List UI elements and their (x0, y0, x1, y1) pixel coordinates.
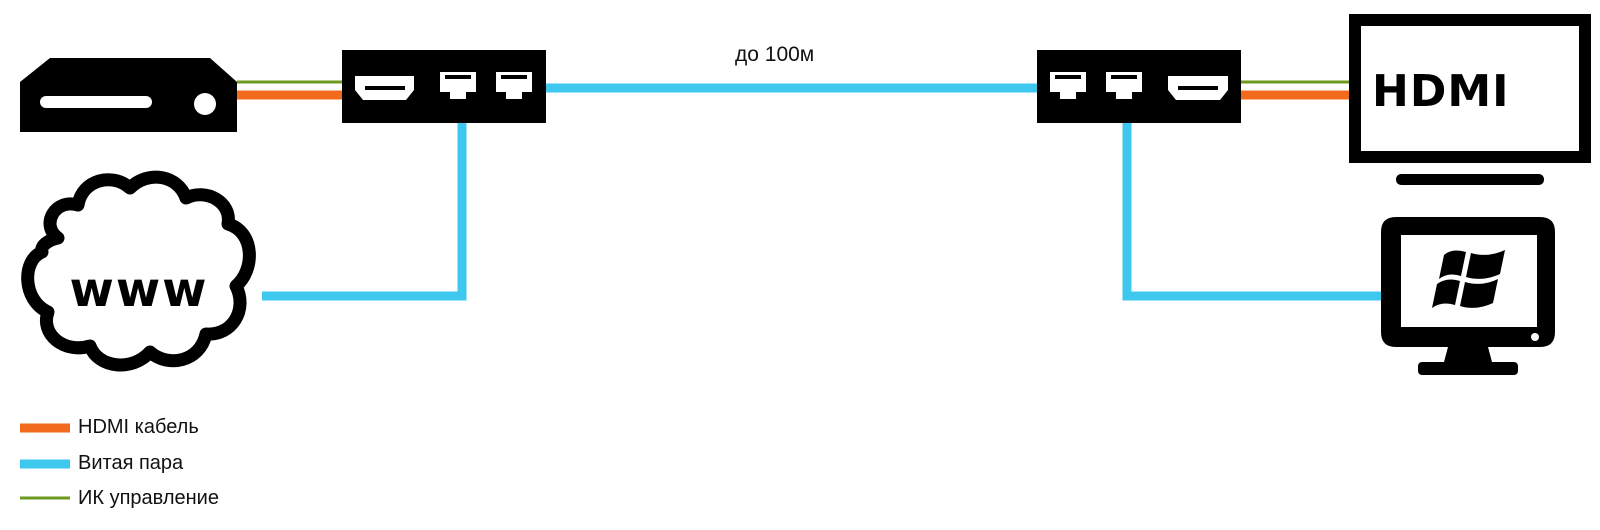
ethernet-port-icon (496, 72, 532, 99)
source-device-icon (20, 58, 237, 132)
ethernet-port-icon (440, 72, 476, 99)
hdmi-logo: HDMI (1372, 66, 1510, 117)
internet-twisted-pair-cable (262, 123, 467, 301)
legend-label-twisted-pair: Витая пара (78, 452, 184, 474)
pc-monitor-icon (1381, 217, 1555, 375)
pc-twisted-pair-cable (1122, 123, 1388, 301)
windows-logo-icon (1432, 250, 1505, 308)
cloud-label: www (69, 262, 209, 318)
ethernet-port-icon (1106, 72, 1142, 99)
display-tv-icon (1349, 14, 1591, 185)
distance-label: до 100м (735, 43, 815, 66)
cloud-icon (21, 170, 256, 372)
ethernet-port-icon (1050, 72, 1086, 99)
hdmi-port-icon (1168, 76, 1228, 100)
legend-label-hdmi: HDMI кабель (78, 416, 199, 438)
hdmi-port-icon (355, 76, 414, 100)
receiver-device (1037, 50, 1241, 123)
transmitter-device (342, 50, 546, 123)
legend-label-ir: ИК управление (78, 487, 219, 509)
